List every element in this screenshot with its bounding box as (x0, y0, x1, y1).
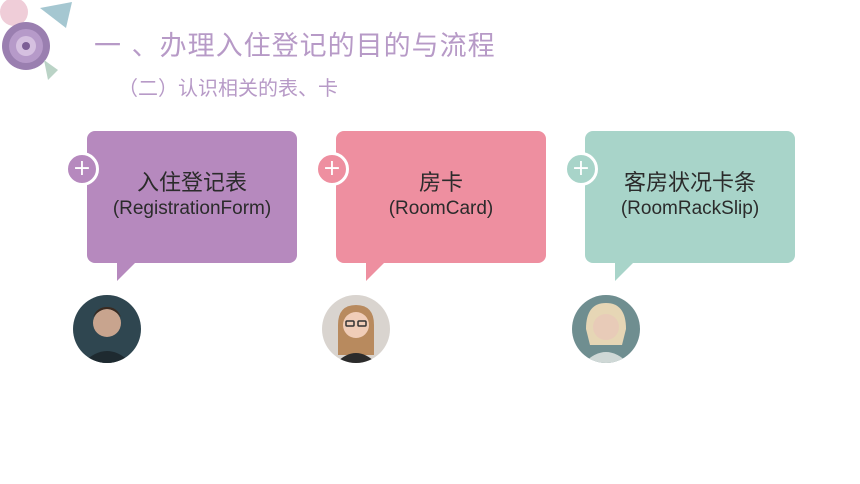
plus-icon[interactable]: + (315, 152, 349, 186)
card-english: (RegistrationForm) (112, 198, 272, 219)
card-name: 入住登记表 (136, 171, 247, 196)
plus-icon[interactable]: + (564, 152, 598, 186)
card-name: 客房状况卡条 (623, 171, 756, 196)
slide-title: 一 、办理入住登记的目的与流程 (94, 31, 496, 62)
avatar-woman-blonde (572, 295, 640, 363)
flower-decoration-icon (0, 0, 72, 80)
card-room-card: 房卡 (RoomCard) (336, 131, 546, 281)
card-registration-form: 入住登记表 (RegistrationForm) (87, 131, 297, 281)
slide-subtitle: （二）认识相关的表、卡 (118, 76, 338, 100)
plus-icon[interactable]: + (65, 152, 99, 186)
card-english: (RoomRackSlip) (620, 198, 760, 219)
card-room-rack-slip: 客房状况卡条 (RoomRackSlip) (585, 131, 795, 281)
card-name: 房卡 (418, 171, 463, 196)
avatar-man (73, 295, 141, 363)
avatar-woman-glasses (322, 295, 390, 363)
card-english: (RoomCard) (388, 198, 494, 219)
